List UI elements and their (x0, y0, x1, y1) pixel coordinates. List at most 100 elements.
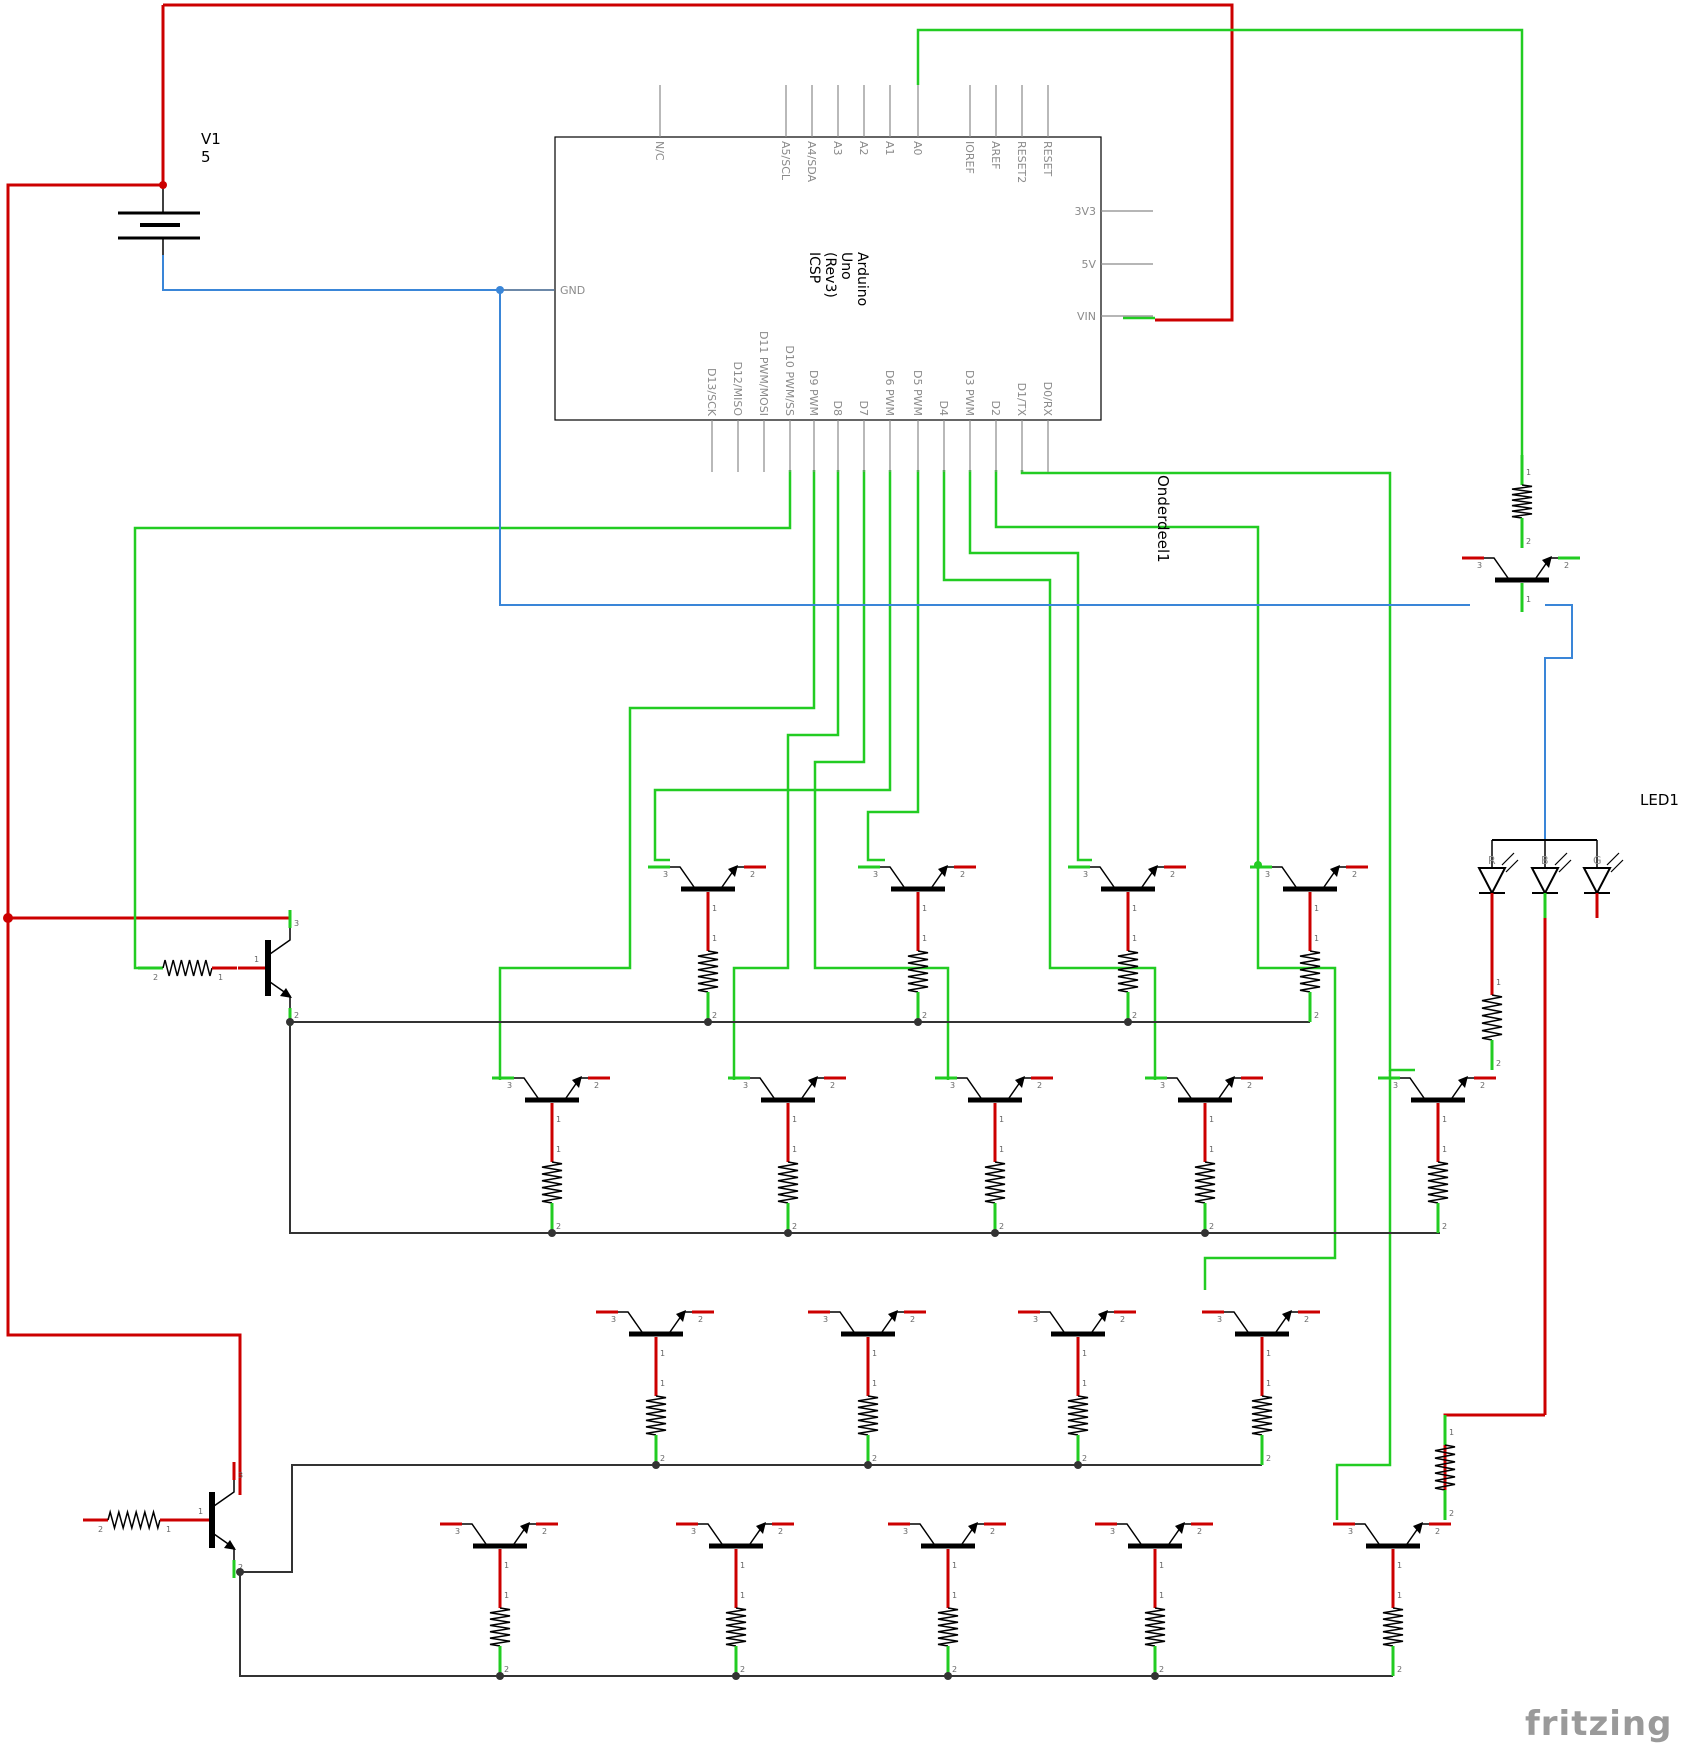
diode-triangle (1530, 867, 1560, 896)
npn-driver-transistor[interactable]: 321 (182, 1462, 243, 1578)
resistor[interactable]: 12 (541, 1132, 563, 1233)
resistor[interactable]: 12 (937, 1578, 959, 1676)
right-pin-label: VIN (1077, 310, 1096, 323)
resistor[interactable]: 12 (1434, 1415, 1456, 1520)
transistor-pin-number: 1 (740, 1561, 745, 1570)
resistor-pin-number: 1 (1449, 1428, 1454, 1437)
bottom-pin-label: D3 PWM (963, 370, 976, 416)
ground-wires[interactable] (162, 255, 1573, 840)
led-diode-r[interactable]: R (1477, 840, 1519, 918)
resistor[interactable]: 12 (1117, 921, 1139, 1022)
resistor-body (937, 1607, 959, 1647)
right-pin-label: 5V (1081, 258, 1096, 271)
led-diode-b[interactable]: B (1530, 840, 1572, 918)
resistor[interactable]: 12 (1251, 1366, 1273, 1465)
resistor[interactable]: 12 (489, 1578, 511, 1676)
resistor[interactable]: 12 (1511, 455, 1533, 548)
transistor-pin-number: 2 (238, 1563, 243, 1572)
resistor-pin-number: 1 (792, 1145, 797, 1154)
resistor[interactable]: 12 (1194, 1132, 1216, 1233)
resistor[interactable]: 12 (907, 921, 929, 1022)
resistor[interactable]: 12 (1382, 1578, 1404, 1676)
resistor-pin-number: 2 (1397, 1665, 1402, 1674)
resistor-pin-number: 1 (504, 1591, 509, 1600)
board-outline (554, 136, 1102, 421)
signal-wires[interactable] (133, 28, 1524, 1520)
npn-driver-transistor[interactable]: 321 (238, 910, 299, 1026)
light-ray-icon (1558, 859, 1572, 873)
transistor-collector (830, 1311, 855, 1333)
battery-v1[interactable]: V1 5 (118, 130, 221, 255)
bottom-pin-label: D13/SCK (705, 368, 718, 417)
bottom-pin-label: D7 (857, 401, 870, 416)
board-title-line: Uno (838, 252, 854, 280)
resistor[interactable]: 12 (645, 1366, 667, 1465)
resistor[interactable]: 12 (1427, 1132, 1449, 1233)
led-diode-g[interactable]: G (1582, 840, 1624, 918)
transistor-arrow (1015, 1076, 1025, 1088)
transistor-pin-number: 1 (922, 904, 927, 913)
bottom-pin-label: D11 PWM/MOSI (757, 331, 770, 416)
resistor[interactable]: 12 (1144, 1578, 1166, 1676)
wire-junction (652, 1461, 660, 1469)
transistor-pin-number: 2 (594, 1081, 599, 1090)
transistor-collector (1355, 1523, 1380, 1545)
bottom-pin-label: D4 (937, 401, 950, 416)
resistor[interactable]: 12 (1299, 921, 1321, 1022)
transistor-pin-number: 2 (1480, 1081, 1485, 1090)
resistor-body (1434, 1444, 1456, 1491)
transistor-arrow (1542, 556, 1552, 568)
wire-junction (944, 1672, 952, 1680)
resistor[interactable]: 12 (777, 1132, 799, 1233)
transistor-pin-number: 1 (1159, 1561, 1164, 1570)
transistor-collector (514, 1077, 539, 1099)
transistor-pin-number: 3 (1160, 1081, 1165, 1090)
transistor-pin-number: 3 (1217, 1315, 1222, 1324)
resistor-pin-number: 2 (1209, 1222, 1214, 1231)
transistor-pin-number: 3 (507, 1081, 512, 1090)
resistor[interactable]: 12 (697, 921, 719, 1022)
resistor[interactable]: 12 (857, 1366, 879, 1465)
resistor[interactable]: 12 (1481, 965, 1503, 1070)
transistor-pin-number: 1 (1266, 1349, 1271, 1358)
transistor-pin-number: 3 (950, 1081, 955, 1090)
resistor-body (541, 1161, 563, 1204)
resistor-pin-number: 2 (792, 1222, 797, 1231)
led-channel-label: B (1541, 854, 1549, 867)
resistor-pin-number: 1 (999, 1145, 1004, 1154)
resistor[interactable]: 12 (725, 1578, 747, 1676)
resistor-body (857, 1395, 879, 1436)
resistor[interactable]: 12 (1067, 1366, 1089, 1465)
transistor-collector (462, 1523, 487, 1545)
resistor-pin-number: 2 (740, 1665, 745, 1674)
resistor[interactable]: 12 (984, 1132, 1006, 1233)
bus-wires[interactable] (239, 1021, 1440, 1677)
transistor-pin-number: 2 (1170, 870, 1175, 879)
diode-triangle (1477, 867, 1507, 896)
transistor-pin-number: 2 (1197, 1527, 1202, 1536)
